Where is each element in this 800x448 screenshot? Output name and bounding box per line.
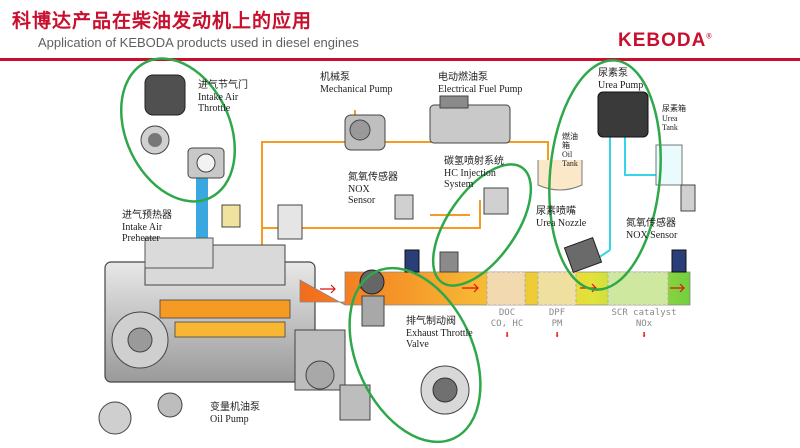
preheater-unit: [144, 237, 214, 269]
label-urea-tank-en1: Urea: [662, 114, 678, 123]
label-hc-en1: HC Injection: [444, 168, 496, 179]
urea-line: [591, 125, 660, 263]
label-throttle-en2: Throttle: [198, 103, 231, 114]
nox-sensor-1-icon: [394, 194, 414, 220]
nox-sensor-2-body: [671, 249, 687, 273]
label-mech-pump: 机械泵 Mechanical Pump: [320, 72, 392, 95]
doc-arrow-icon: ⬇: [503, 330, 511, 341]
exhaust-valve-icon: [359, 269, 470, 415]
label-urea-pump: 尿素泵 Urea Pump: [598, 68, 643, 91]
page-title: 科博达产品在柴油发动机上的应用: [12, 10, 313, 32]
label-nox-2-en: NOX Sensor: [626, 230, 678, 241]
label-nox-2: 氮氧传感器 NOX Sensor: [626, 218, 677, 241]
oil-pump-icon: [98, 384, 371, 435]
label-preheater: 进气预热器 Intake Air Preheater: [122, 210, 172, 244]
label-throttle-cn: 进气节气门: [198, 80, 248, 91]
label-nox-1: 氮氧传感器 NOX Sensor: [348, 172, 398, 206]
urea-nozzle-icon: [563, 237, 603, 273]
label-urea-pump-en: Urea Pump: [598, 80, 644, 91]
throttle-icon: [140, 74, 225, 179]
label-fuel-tank: 燃油 箱 Oil Tank: [562, 132, 578, 168]
label-elec-pump: 电动燃油泵 Electrical Fuel Pump: [438, 72, 522, 95]
label-fuel-tank-en2: Tank: [562, 159, 578, 168]
label-preheater-en2: Preheater: [122, 233, 160, 244]
label-elec-pump-cn: 电动燃油泵: [438, 72, 488, 83]
label-urea-tank-cn: 尿素箱: [662, 104, 686, 113]
label-doc-l2: CO, HC: [490, 319, 524, 329]
label-preheater-en1: Intake Air: [122, 222, 163, 233]
label-mech-pump-en: Mechanical Pump: [320, 84, 393, 95]
label-oil-pump: 变量机油泵 Oil Pump: [210, 402, 260, 425]
mechanical-pump-icon: [344, 114, 386, 151]
label-preheater-cn: 进气预热器: [122, 210, 172, 221]
label-nox-1-cn: 氮氧传感器: [348, 172, 398, 183]
label-urea-tank-en2: Tank: [662, 123, 678, 132]
doc-block: [486, 271, 526, 306]
dpf-block: [537, 271, 577, 306]
label-nox-1-en1: NOX: [348, 184, 370, 195]
preheater-relay-2-icon: [221, 204, 241, 228]
logo-text: KEBODA: [618, 30, 707, 51]
label-fuel-tank-cn2: 箱: [562, 141, 570, 150]
label-scr-l1: SCR catalyst: [611, 308, 677, 318]
nox-sensor-2-icon: [680, 184, 696, 212]
label-dpf-l2: PM: [551, 319, 563, 329]
scr-block: [607, 271, 669, 306]
label-exhaust-en2: Valve: [406, 339, 429, 350]
label-exhaust-en1: Exhaust Throttle: [406, 328, 473, 339]
hc-nozzle-icon: [439, 251, 459, 273]
highlight-throttle: [119, 57, 237, 203]
label-exhaust: 排气制动阀 Exhaust Throttle Valve: [406, 316, 473, 350]
highlight-ellipses: [119, 57, 662, 444]
label-scr-l2: NOx: [635, 319, 653, 329]
label-fuel-tank-cn1: 燃油: [562, 132, 578, 141]
label-nox-2-cn: 氮氧传感器: [626, 218, 676, 229]
highlight-exhaust: [348, 266, 482, 444]
label-hc-cn: 碳氢喷射系统: [444, 156, 504, 167]
urea-pump-icon: [597, 91, 649, 138]
label-hc-en2: System: [444, 179, 474, 190]
hc-system-icon: [483, 187, 509, 215]
label-throttle-en1: Intake Air: [198, 92, 239, 103]
keboda-logo: KEBODA®: [618, 30, 713, 52]
label-throttle: 进气节气门 Intake Air Throttle: [198, 80, 248, 114]
label-nozzle-cn: 尿素喷嘴: [536, 206, 576, 217]
label-oil-pump-cn: 变量机油泵: [210, 402, 260, 413]
label-exhaust-cn: 排气制动阀: [406, 316, 456, 327]
page-subtitle: Application of KEBODA products used in d…: [38, 35, 359, 50]
label-scr: SCR catalyst NOx ⬇: [604, 308, 684, 341]
engine-block: [104, 244, 346, 391]
label-nozzle: 尿素喷嘴 Urea Nozzle: [536, 206, 586, 229]
label-elec-pump-en: Electrical Fuel Pump: [438, 84, 523, 95]
label-dpf: DPF PM ⬇: [536, 308, 578, 341]
label-oil-pump-en: Oil Pump: [210, 414, 249, 425]
nox-sensor-1-body: [404, 249, 420, 273]
label-urea-tank: 尿素箱 Urea Tank: [662, 104, 686, 132]
dpf-arrow-icon: ⬇: [553, 330, 561, 341]
label-nozzle-en: Urea Nozzle: [536, 218, 587, 229]
label-doc: DOC CO, HC ⬇: [486, 308, 528, 341]
label-doc-l1: DOC: [498, 308, 516, 318]
title-divider: [0, 58, 800, 61]
highlight-urea: [548, 59, 662, 291]
label-urea-pump-cn: 尿素泵: [598, 68, 628, 79]
label-nox-1-en2: Sensor: [348, 195, 376, 206]
label-mech-pump-cn: 机械泵: [320, 72, 350, 83]
preheater-relay-icon: [277, 204, 303, 240]
label-fuel-tank-en1: Oil: [562, 150, 573, 159]
label-dpf-l1: DPF: [548, 308, 566, 318]
label-hc: 碳氢喷射系统 HC Injection System: [444, 156, 504, 190]
scr-arrow-icon: ⬇: [640, 330, 648, 341]
logo-registered: ®: [706, 33, 713, 41]
electric-pump-icon: [429, 95, 511, 144]
highlight-hc: [431, 163, 533, 287]
